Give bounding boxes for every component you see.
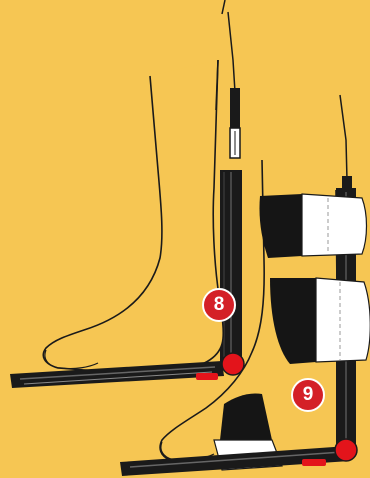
left-figure — [10, 12, 244, 388]
top-edge-line — [222, 0, 225, 14]
left-leg-outline — [43, 60, 223, 371]
step-9-label: 9 — [303, 384, 314, 406]
right-joint — [335, 439, 357, 461]
left-joint — [222, 353, 244, 375]
step-9-badge: 9 — [291, 378, 325, 412]
upper-strap-white — [302, 194, 367, 256]
left-rod-upper — [230, 88, 240, 128]
mid-strap-white — [316, 278, 370, 362]
upper-strap-black — [259, 194, 302, 258]
left-buckle — [196, 373, 218, 380]
step-8-label: 8 — [214, 294, 225, 316]
left-cable — [228, 12, 235, 92]
right-cable — [340, 95, 347, 180]
right-buckle — [302, 459, 326, 466]
step-8-badge: 8 — [202, 288, 236, 322]
